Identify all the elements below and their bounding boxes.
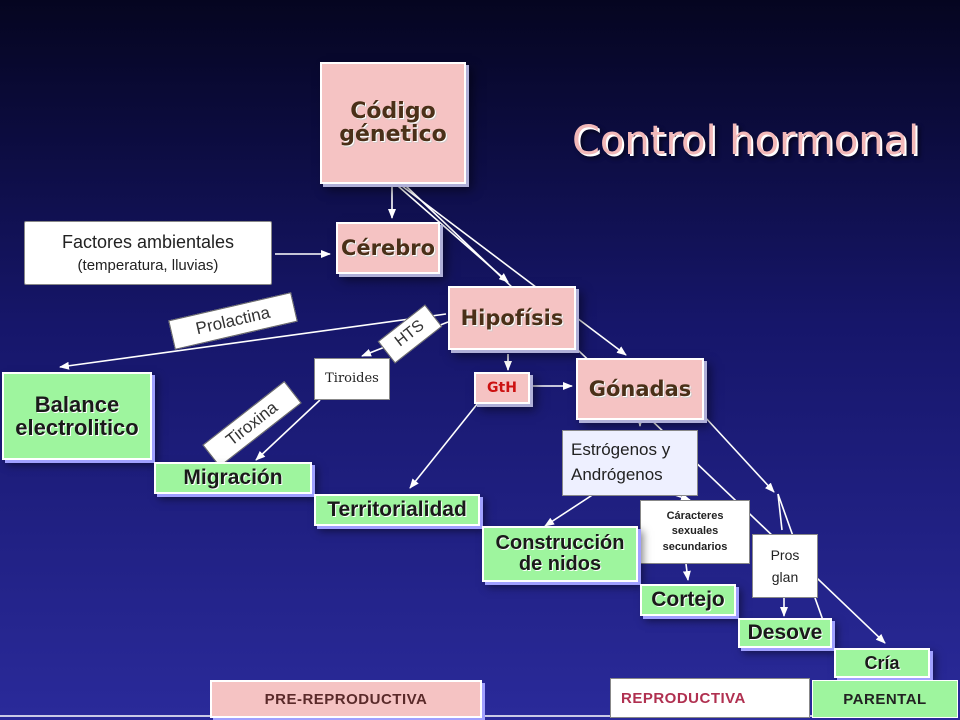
behavior-desove: Desove: [738, 618, 832, 648]
behavior-migracion-label: Migración: [183, 465, 283, 489]
node-gonadas-label: Gónadas: [588, 376, 692, 401]
phase-parental: PARENTAL: [812, 680, 958, 718]
phase-reproductiva: REPRODUCTIVA: [610, 678, 810, 718]
behavior-territorialidad-label: Territorialidad: [327, 497, 467, 521]
estrogenos-box: Estrógenos y Andrógenos: [562, 430, 698, 496]
node-codigo-label: Código génetico: [339, 98, 447, 147]
phase-parental-label: PARENTAL: [843, 690, 927, 708]
node-cerebro: Cérebro: [336, 222, 440, 274]
node-gonadas: Gónadas: [576, 358, 704, 420]
prosglan-box: Pros glan: [752, 534, 818, 598]
behavior-cortejo: Cortejo: [640, 584, 736, 616]
behavior-balance: Balance electrolitico: [2, 372, 152, 460]
node-hipofisis: Hipofísis: [448, 286, 576, 350]
arrow-caracteres-cortejo: [682, 563, 691, 581]
phase-pre-label: PRE-REPRODUCTIVA: [264, 690, 428, 708]
diagram-title: Control hormonal: [572, 118, 920, 164]
arrow-estrogenos-nidos: [544, 489, 601, 527]
arrow-gonadas-desove: [703, 415, 775, 493]
arrow-gth-territorialidad: [409, 387, 491, 489]
node-hipofisis-label: Hipofísis: [460, 305, 564, 330]
arrow-codigo-gonadas: [401, 185, 627, 356]
arrow-hipofisis-balance: [59, 313, 447, 370]
node-gth-label: GtH: [487, 379, 517, 396]
arrow-tiroides-migracion: [255, 399, 321, 461]
behavior-construccion: Construcción de nidos: [482, 526, 638, 582]
behavior-desove-label: Desove: [747, 620, 823, 644]
estrogenos-label: Estrógenos y Andrógenos: [571, 440, 671, 484]
behavior-balance-label: Balance electrolitico: [15, 391, 139, 440]
arrow-desove-prosglan: [777, 493, 783, 531]
behavior-cria-label: Cría: [864, 652, 900, 673]
node-tiroides: Tiroides: [314, 358, 390, 400]
caracteres-label: Cáracteres sexuales secundarios: [662, 509, 728, 553]
behavior-construccion-label: Construcción de nidos: [495, 532, 625, 575]
behavior-cortejo-label: Cortejo: [651, 587, 725, 611]
prosglan-label: Pros glan: [770, 546, 800, 585]
behavior-cria: Cría: [834, 648, 930, 678]
node-cerebro-label: Cérebro: [340, 235, 436, 260]
factores-line1: Factores ambientales: [61, 231, 235, 252]
behavior-migracion: Migración: [154, 462, 312, 494]
caracteres-box: Cáracteres sexuales secundarios: [640, 500, 750, 564]
factores-line2: (temperatura, lluvias): [77, 256, 219, 274]
node-codigo-genetico: Código génetico: [320, 62, 466, 184]
phase-repro-label: REPRODUCTIVA: [621, 689, 746, 707]
node-gth: GtH: [474, 372, 530, 404]
node-tiroides-label: Tiroides: [325, 371, 379, 387]
phase-pre-reproductiva: PRE-REPRODUCTIVA: [210, 680, 482, 718]
behavior-territorialidad: Territorialidad: [314, 494, 480, 526]
factores-ambientales-box: Factores ambientales (temperatura, lluvi…: [24, 221, 272, 285]
